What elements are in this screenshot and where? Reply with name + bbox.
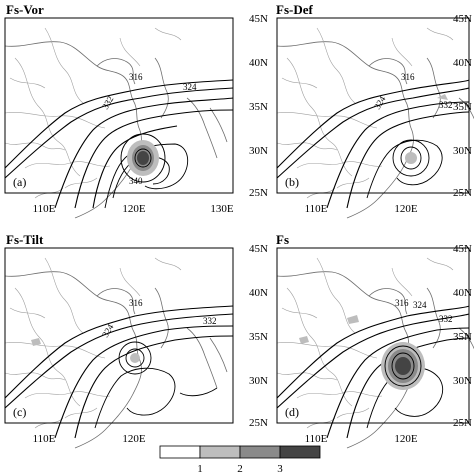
lon-tick: 120E: [122, 433, 146, 445]
panel-c: 316 332 324 (c): [4, 247, 234, 449]
lon-tick: 120E: [394, 203, 418, 215]
lat-tick: 40N: [453, 57, 472, 69]
legend-swatch: [239, 445, 281, 459]
lat-tick: 35N: [249, 331, 268, 343]
lat-tick: 40N: [249, 57, 268, 69]
lon-tick: 120E: [122, 203, 146, 215]
contour-label: 316: [129, 298, 143, 308]
lat-tick: 35N: [249, 101, 268, 113]
lat-axis-bottom: 45N 40N 35N 30N 25N: [453, 243, 472, 429]
lon-axis-bottom: 110E 120E 110E 120E: [33, 433, 418, 445]
lat-tick: 45N: [249, 243, 268, 255]
lat-tick: 30N: [249, 145, 268, 157]
legend-swatch: [159, 445, 201, 459]
lat-tick: 40N: [249, 287, 268, 299]
panel-title: Fs-Def: [276, 2, 313, 17]
lat-tick: 35N: [453, 331, 472, 343]
lat-axis-top: 45N 40N 35N 30N 25N: [453, 13, 472, 199]
contour-label: 340: [129, 176, 143, 186]
panel-a: 316 324 332 340 (a): [4, 17, 234, 218]
legend-label: 2: [237, 463, 243, 474]
lat-tick: 40N: [453, 287, 472, 299]
lon-tick: 110E: [305, 433, 328, 445]
map-frame: [276, 247, 470, 424]
contour-label: 332: [439, 100, 453, 110]
lon-tick: 110E: [33, 433, 56, 445]
contour-label: 332: [439, 314, 453, 324]
contour-label: 316: [395, 298, 409, 308]
lon-axis-top: 110E 120E 130E 110E 120E: [33, 203, 418, 215]
panel-title: Fs: [276, 232, 289, 247]
lat-tick: 45N: [249, 13, 268, 25]
map-frame: [4, 17, 234, 194]
lon-tick: 110E: [33, 203, 56, 215]
map-frame: [276, 17, 470, 194]
lat-tick: 45N: [453, 13, 472, 25]
panel-b: 316 332 324 (b): [276, 17, 474, 219]
legend-label: 1: [197, 463, 203, 474]
panel-title: Fs-Tilt: [6, 232, 44, 247]
contour-label: 316: [401, 72, 415, 82]
panel-label: (c): [13, 405, 26, 419]
panel-label: (d): [285, 405, 299, 419]
panel-label: (b): [285, 175, 299, 189]
legend: 1 2 3: [159, 445, 321, 474]
contour-label: 316: [129, 72, 143, 82]
contour-label: 324: [100, 322, 116, 339]
lat-tick: 45N: [453, 243, 472, 255]
lat-tick: 30N: [453, 145, 472, 157]
lon-tick: 120E: [394, 433, 418, 445]
lat-axis-top-left: 45N 40N 35N 30N 25N: [249, 13, 268, 199]
lat-tick: 30N: [453, 375, 472, 387]
contour-label: 324: [372, 94, 388, 111]
contour-label: 324: [183, 82, 197, 92]
contour-label: 332: [203, 316, 217, 326]
panel-title: Fs-Vor: [6, 2, 44, 17]
lon-tick: 110E: [305, 203, 328, 215]
legend-label: 3: [277, 463, 283, 474]
lat-tick: 25N: [453, 187, 472, 199]
legend-swatch: [199, 445, 241, 459]
lat-tick: 35N: [453, 101, 472, 113]
panel-label: (a): [13, 175, 26, 189]
lat-tick: 25N: [453, 417, 472, 429]
contour-label: 324: [413, 300, 427, 310]
lat-axis-bottom-left: 45N 40N 35N 30N 25N: [249, 243, 268, 429]
legend-swatch: [279, 445, 321, 459]
panel-d: 316 324 332 (d): [276, 247, 474, 449]
lat-tick: 25N: [249, 187, 268, 199]
lat-tick: 30N: [249, 375, 268, 387]
lat-tick: 25N: [249, 417, 268, 429]
map-frame: [4, 247, 234, 424]
lon-tick: 130E: [210, 203, 234, 215]
